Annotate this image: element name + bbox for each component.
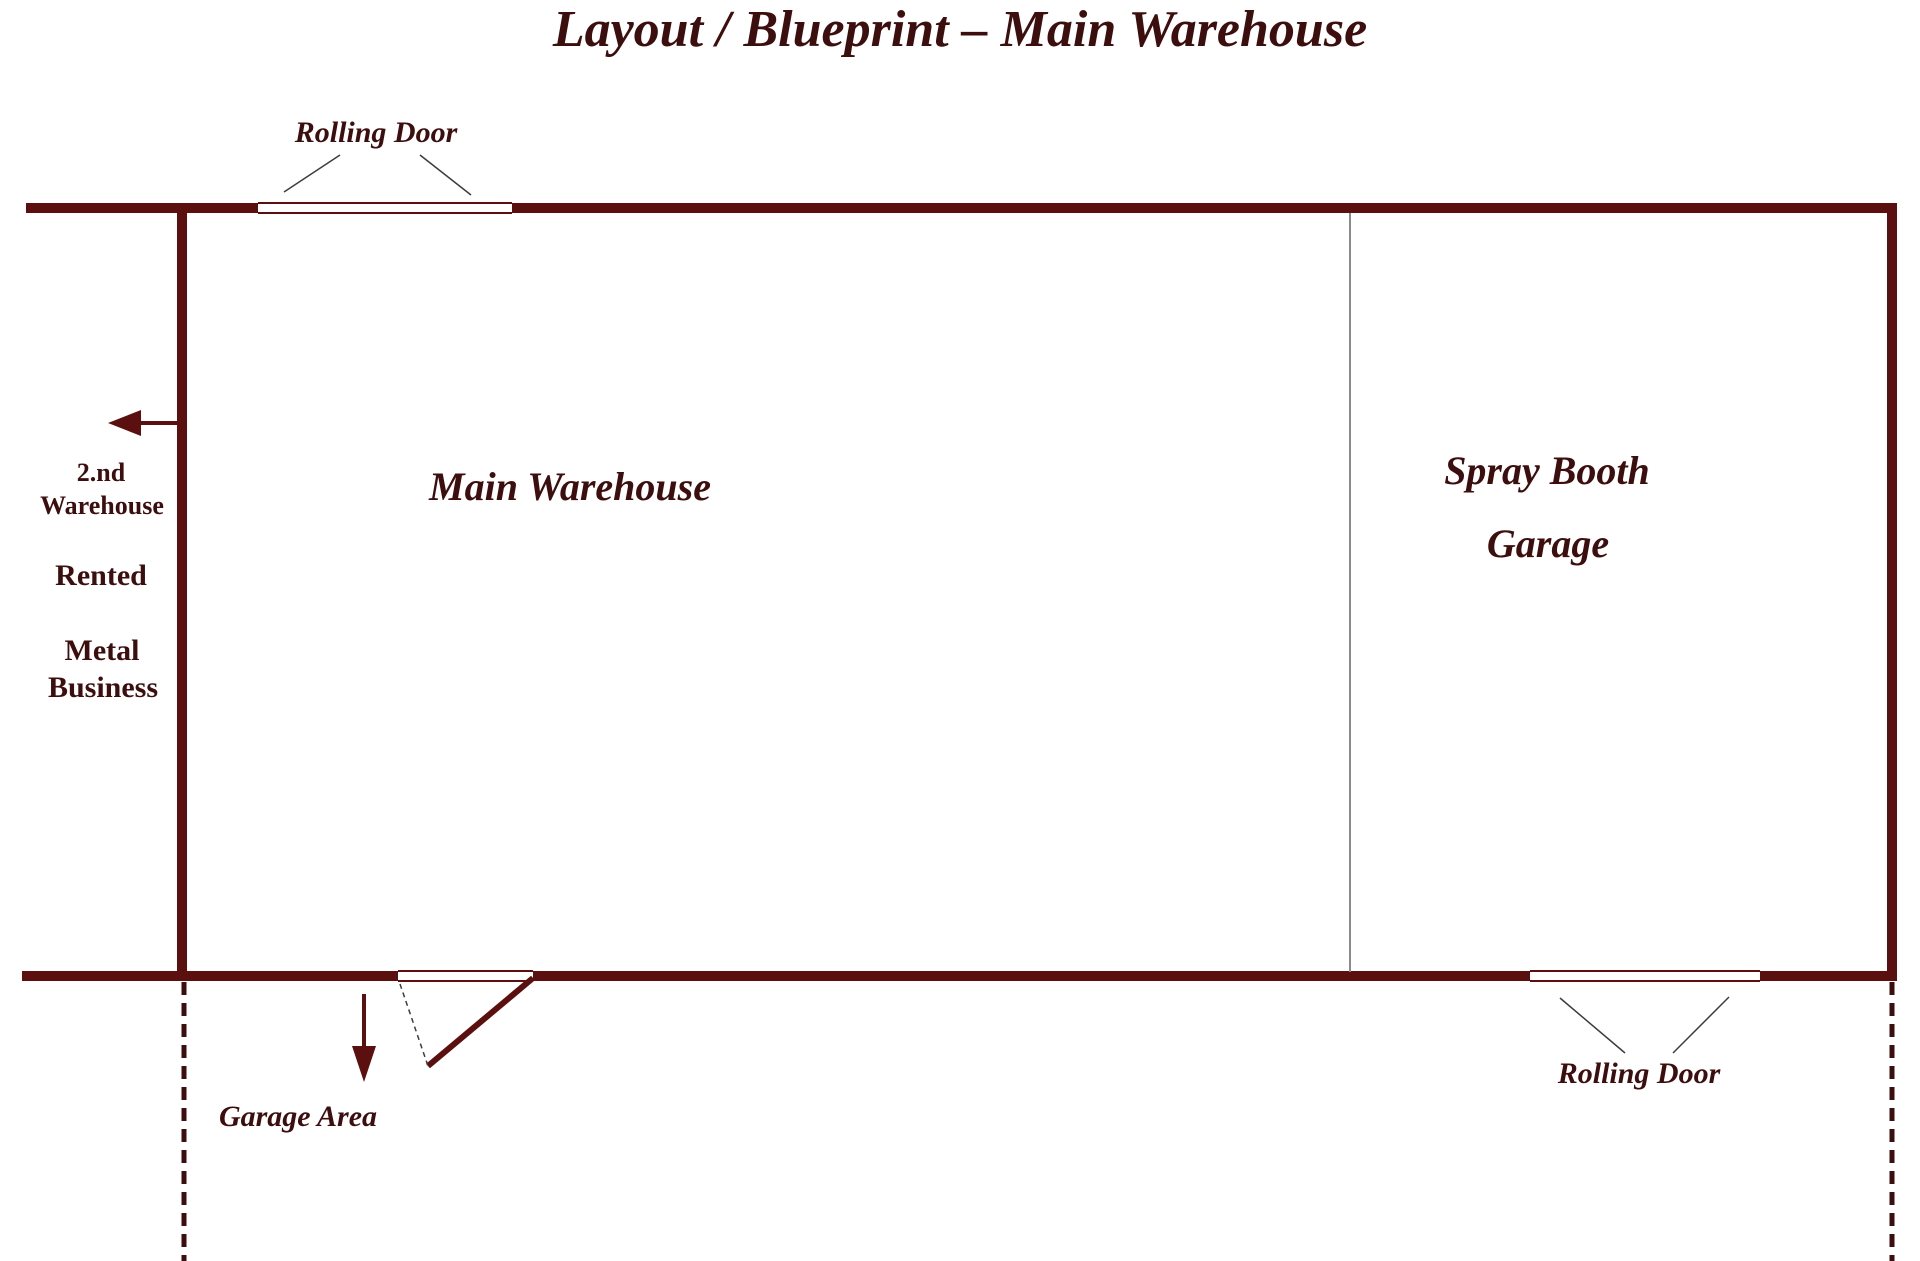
second-warehouse-label-line2: Warehouse [40, 491, 164, 520]
metal-label-line1: Metal [65, 634, 140, 667]
rolling-door-top [258, 154, 512, 214]
arrow-down-icon [352, 994, 376, 1082]
door-leaf [426, 975, 535, 1069]
door-swing-path [399, 983, 429, 1067]
rolling-door-bottom [1530, 970, 1760, 1054]
garage-area-label: Garage Area [219, 1100, 377, 1133]
metal-label-line2: Business [48, 671, 158, 704]
arrow-left-icon [108, 410, 178, 436]
building-walls [22, 203, 1897, 981]
rented-label: Rented [55, 559, 147, 592]
leader-line-left [283, 154, 341, 193]
garage-label: Garage [1487, 521, 1609, 566]
leader-line-right [419, 154, 472, 196]
door-swing-icon [398, 970, 535, 1069]
rolling-door-top-label: Rolling Door [294, 116, 458, 149]
rolling-door-bottom-label: Rolling Door [1557, 1057, 1721, 1090]
second-warehouse-label-line1: 2.nd [77, 458, 126, 487]
diagram-title: Layout / Blueprint – Main Warehouse [552, 1, 1367, 58]
main-warehouse-label: Main Warehouse [428, 464, 711, 509]
spray-booth-label: Spray Booth [1444, 448, 1650, 493]
leader-line-right [1672, 996, 1730, 1054]
leader-line-left [1559, 997, 1626, 1054]
